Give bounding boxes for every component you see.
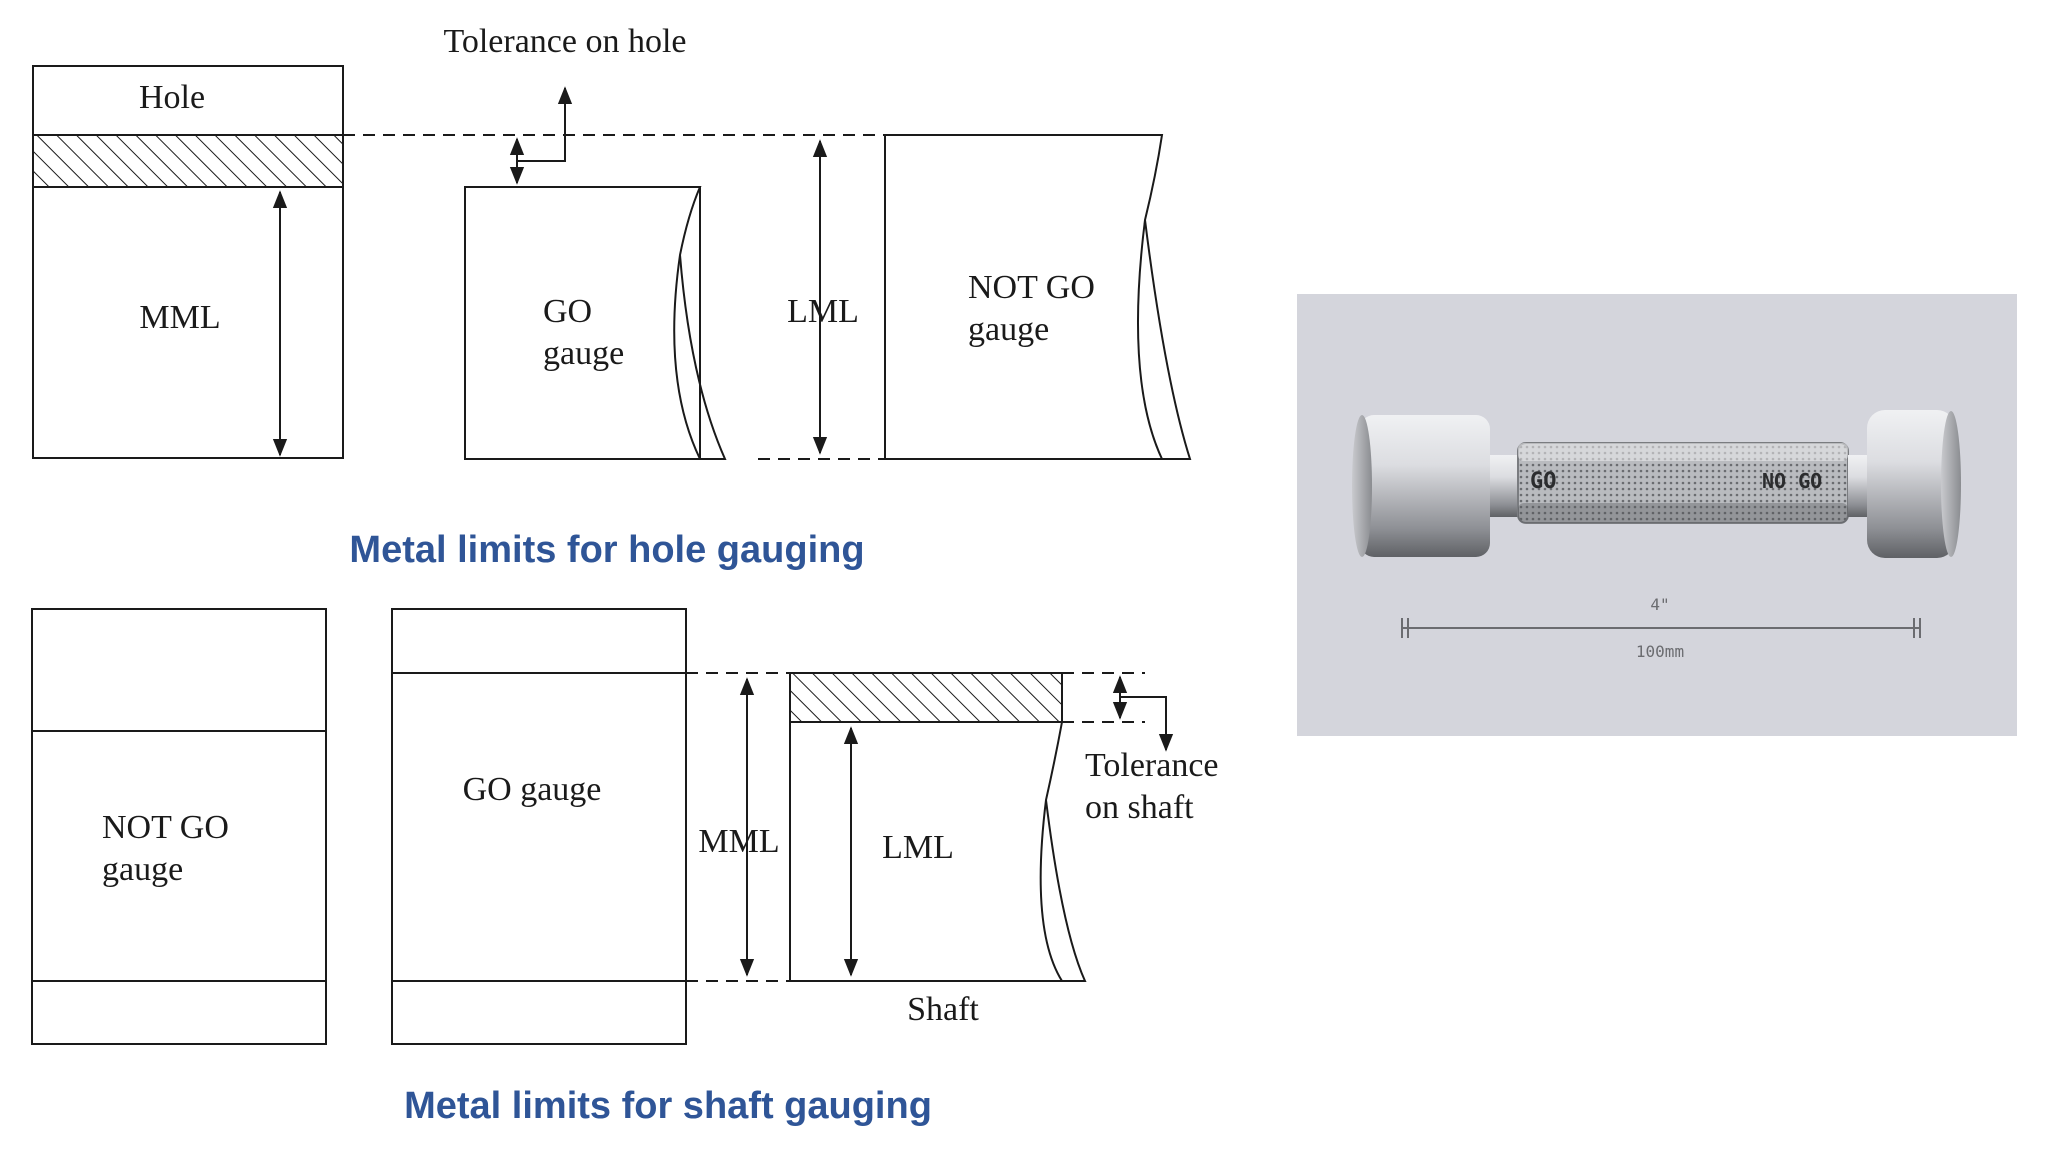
hole-caption: Metal limits for hole gauging — [349, 529, 864, 571]
shaft-tolerance-band — [789, 672, 1063, 723]
shaft-mml-label: MML — [698, 823, 779, 860]
tolerance-leader — [517, 88, 566, 162]
go-label-line1: GO — [543, 293, 592, 330]
shaft-notgo-label-line2: gauge — [102, 851, 183, 888]
notgo-gauge-hole — [884, 134, 1192, 460]
hole-label: Hole — [139, 79, 205, 116]
nogo-engraving: NO GO — [1762, 469, 1822, 493]
hole-labels: Hole Tolerance on hole MML GO gauge LML … — [139, 23, 1095, 571]
shaft-gauging-diagram — [31, 608, 1174, 1045]
tolerance-hole-label: Tolerance on hole — [443, 23, 686, 60]
hole-gauging-diagram — [32, 65, 1192, 460]
go-label-line2: gauge — [543, 335, 624, 372]
scale-mm-label: 100mm — [1636, 642, 1684, 661]
shaft-go-label: GO gauge — [463, 771, 602, 808]
hole-tolerance-band — [32, 134, 344, 188]
shaft-caption: Metal limits for shaft gauging — [404, 1085, 932, 1127]
shaft-lml-label: LML — [882, 829, 954, 866]
scale-inch-label: 4" — [1650, 595, 1669, 614]
lml-label: LML — [787, 293, 859, 330]
go-end-cylinder — [1360, 415, 1490, 557]
notgo-label-line1: NOT GO — [968, 269, 1095, 306]
shaft-labels: NOT GO gauge GO gauge MML LML Tolerance … — [102, 747, 1219, 1127]
go-gauge-shaft — [391, 608, 687, 1045]
tolerance-shaft-label-line2: on shaft — [1085, 789, 1194, 826]
notgo-gauge-shaft — [31, 608, 327, 1045]
scale-bar — [1401, 618, 1921, 638]
mml-label: MML — [139, 299, 220, 336]
tolerance-shaft-label-line1: Tolerance — [1085, 747, 1219, 784]
shaft-label: Shaft — [907, 991, 979, 1028]
hole-block — [32, 65, 344, 459]
plug-gauge-photo: GO NO GO 4" 100mm — [1297, 294, 2017, 736]
go-engraving: GO — [1530, 469, 1557, 494]
notgo-end-cylinder — [1867, 410, 1955, 558]
shaft-body — [789, 672, 1087, 982]
shaft-notgo-label-line1: NOT GO — [102, 809, 229, 846]
go-gauge-hole — [464, 186, 727, 460]
notgo-label-line2: gauge — [968, 311, 1049, 348]
